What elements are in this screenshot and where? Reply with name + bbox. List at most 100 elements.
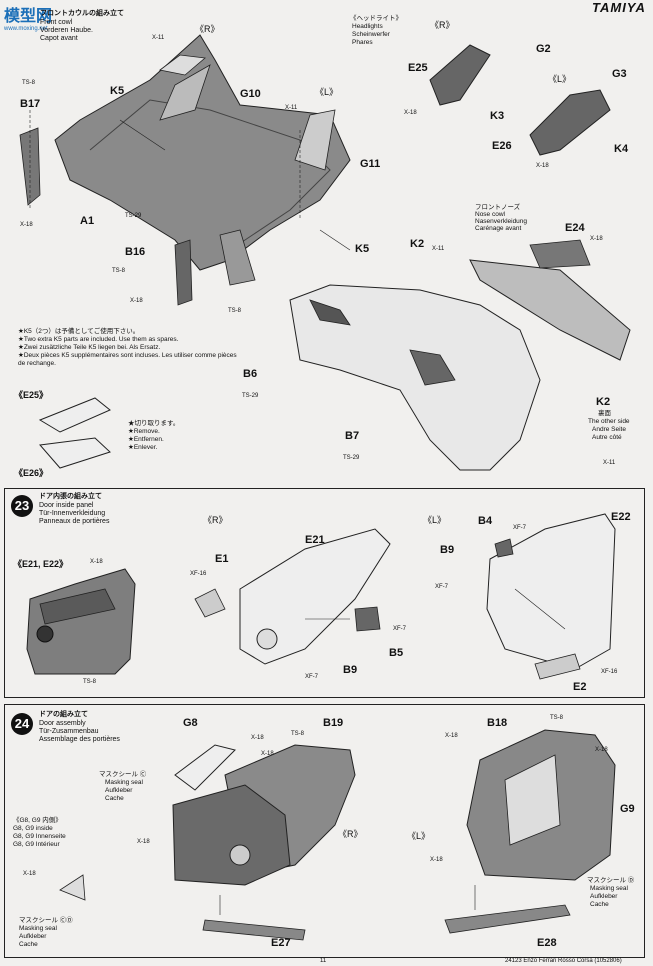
hl-label-k4: K4 <box>614 143 629 155</box>
lens-label-e26: 《E26》 <box>14 468 49 478</box>
other-side-de: Andre Seite <box>592 426 626 433</box>
headlights-fr: Phares <box>352 39 373 46</box>
step24-title-de: Tür-Zusammenbau <box>39 728 99 735</box>
hl-screw-x18: X-18 <box>404 110 417 116</box>
screw-x18c: X-18 <box>590 236 603 242</box>
other-side-jp: 裏面 <box>598 410 611 417</box>
s23-part-e2: E2 <box>573 681 587 693</box>
step23-panel: 23 ドア内張の組み立て Door inside panel Tür-Innen… <box>4 488 645 698</box>
s23-screw-xf7b: XF-7 <box>393 626 407 632</box>
s24-part-b19: B19 <box>323 717 344 729</box>
screw-ts8a: TS-8 <box>22 80 36 86</box>
s24-label-r: 《R》 <box>338 829 363 839</box>
s23-part-b9b: B9 <box>440 544 455 556</box>
s24-part-e28: E28 <box>537 937 557 949</box>
nose-label-en: Nose cowl <box>475 211 505 218</box>
hl-label-e26: E26 <box>492 140 512 152</box>
s24-screw-ts8a: TS-8 <box>291 731 305 737</box>
s24-screw-ts8b: TS-8 <box>550 715 564 721</box>
step22-title-fr: Capot avant <box>40 35 78 42</box>
screw-ts8c: TS-8 <box>228 308 242 314</box>
s24-part-e27: E27 <box>271 937 291 949</box>
s24-label-l: 《L》 <box>407 831 431 841</box>
mask-d-fr: Cache <box>590 901 609 908</box>
spare-note-4: ★Deux pièces K5 supplémentaires sont inc… <box>18 352 237 367</box>
s23-part-e22: E22 <box>611 511 631 523</box>
s23-screw-xf16a: XF-16 <box>190 571 207 577</box>
mask-d-en: Masking seal <box>590 885 628 892</box>
screw-x11b: X-11 <box>285 105 298 111</box>
screw-ts8b: TS-8 <box>112 268 126 274</box>
spare-note-2: ★Two extra K5 parts are included. Use th… <box>18 336 179 343</box>
part-label-l-top: 《L》 <box>315 87 339 97</box>
watermark-logo: 模型网 www.moxing.net <box>4 2 52 32</box>
s23-part-e1: E1 <box>215 553 229 565</box>
s23-screw-x18: X-18 <box>90 559 103 565</box>
footer-code: 24123 Enzo Ferrari Rosso Corsa (1052806) <box>505 958 622 964</box>
watermark-url: www.moxing.net <box>4 26 48 32</box>
mask-c-fr: Cache <box>105 795 124 802</box>
s23-part-e21: E21 <box>305 534 325 546</box>
inside-de: G8, G9 Innenseite <box>13 833 66 840</box>
s23-screw-xf7d: XF-7 <box>435 584 449 590</box>
s23-label-r: 《R》 <box>203 515 228 525</box>
screw-x11a: X-11 <box>152 35 165 41</box>
part-label-b6: B6 <box>243 368 258 380</box>
remove-de: ★Entfernen. <box>128 436 164 443</box>
nose-label-jp: フロントノーズ <box>475 204 521 211</box>
screw-x18a: X-18 <box>20 222 33 228</box>
s24-part-g8: G8 <box>183 717 198 729</box>
other-side-fr: Autre côté <box>592 434 622 441</box>
headlights-jp: 《ヘッドライト》 <box>350 15 402 22</box>
hl-label-g2: G2 <box>536 43 551 55</box>
page-number: 11 <box>320 958 327 964</box>
mask-c-de: Aufkleber <box>105 787 133 794</box>
step23-sub: 《E21, E22》 <box>13 559 69 569</box>
s24-screw-x18c: X-18 <box>137 839 150 845</box>
part-label-k5b: K5 <box>355 243 370 255</box>
part-label-g11: G11 <box>360 158 381 170</box>
spare-note-1: ★K5（2つ）は予備としてご使用下さい。 <box>18 328 140 335</box>
step23-title-jp: ドア内張の組み立て <box>39 493 102 500</box>
step22-title-jp: フロントカウルの組み立て <box>40 10 124 17</box>
mask-cd-fr: Cache <box>19 941 38 948</box>
mask-cd-en: Masking seal <box>19 925 57 932</box>
brand-logo: TAMIYA <box>592 0 646 15</box>
screw-ts29c: TS-29 <box>343 455 360 461</box>
remove-en: ★Remove. <box>128 428 160 435</box>
s24-screw-x18a: X-18 <box>251 735 264 741</box>
s23-part-b4: B4 <box>478 515 493 527</box>
remove-fr: ★Enlever. <box>128 444 158 451</box>
mask-d-jp: マスクシール Ⓓ <box>587 877 635 884</box>
step22-title-en: Front cowl <box>40 19 73 26</box>
hl-screw-x18b: X-18 <box>536 163 549 169</box>
part-label-e24: E24 <box>565 222 585 234</box>
s23-label-l: 《L》 <box>423 515 447 525</box>
s23-screw-xf16b: XF-16 <box>601 669 618 675</box>
s23-part-b9a: B9 <box>343 664 358 676</box>
s23-screw-xf7a: XF-7 <box>305 674 319 680</box>
remove-jp: ★切り取ります。 <box>128 420 180 427</box>
part-label-k2b: K2 <box>596 396 611 408</box>
step23-title-de: Tür-Innenverkleidung <box>39 510 106 517</box>
headlights-de: Scheinwerfer <box>352 31 390 38</box>
headlights-en: Headlights <box>352 23 383 30</box>
front-cowl-drawing <box>19 34 631 471</box>
s24-screw-x18d: X-18 <box>445 733 458 739</box>
step24-title-jp: ドアの組み立て <box>39 711 88 718</box>
step23-number: 23 <box>11 495 33 517</box>
part-label-r-top: 《R》 <box>195 24 220 34</box>
spare-note-3: ★Zwei zusätzliche Teile K5 liegen bei. A… <box>18 344 161 351</box>
inside-fr: G8, G9 Intérieur <box>13 841 60 848</box>
screw-x18b: X-18 <box>130 298 143 304</box>
door-assembly-drawing <box>59 729 616 941</box>
s24-screw-x18f: X-18 <box>430 857 443 863</box>
s24-screw-x18g: X-18 <box>23 871 36 877</box>
part-label-g10: G10 <box>240 88 261 100</box>
lens-label-e25: 《E25》 <box>14 390 49 400</box>
mask-cd-de: Aufkleber <box>19 933 47 940</box>
hl-label-l: 《L》 <box>548 74 572 84</box>
mask-c-en: Masking seal <box>105 779 143 786</box>
s23-screw-ts8: TS-8 <box>83 679 97 685</box>
step24-panel: 24 ドアの組み立て Door assembly Tür-Zusammenbau… <box>4 704 645 958</box>
